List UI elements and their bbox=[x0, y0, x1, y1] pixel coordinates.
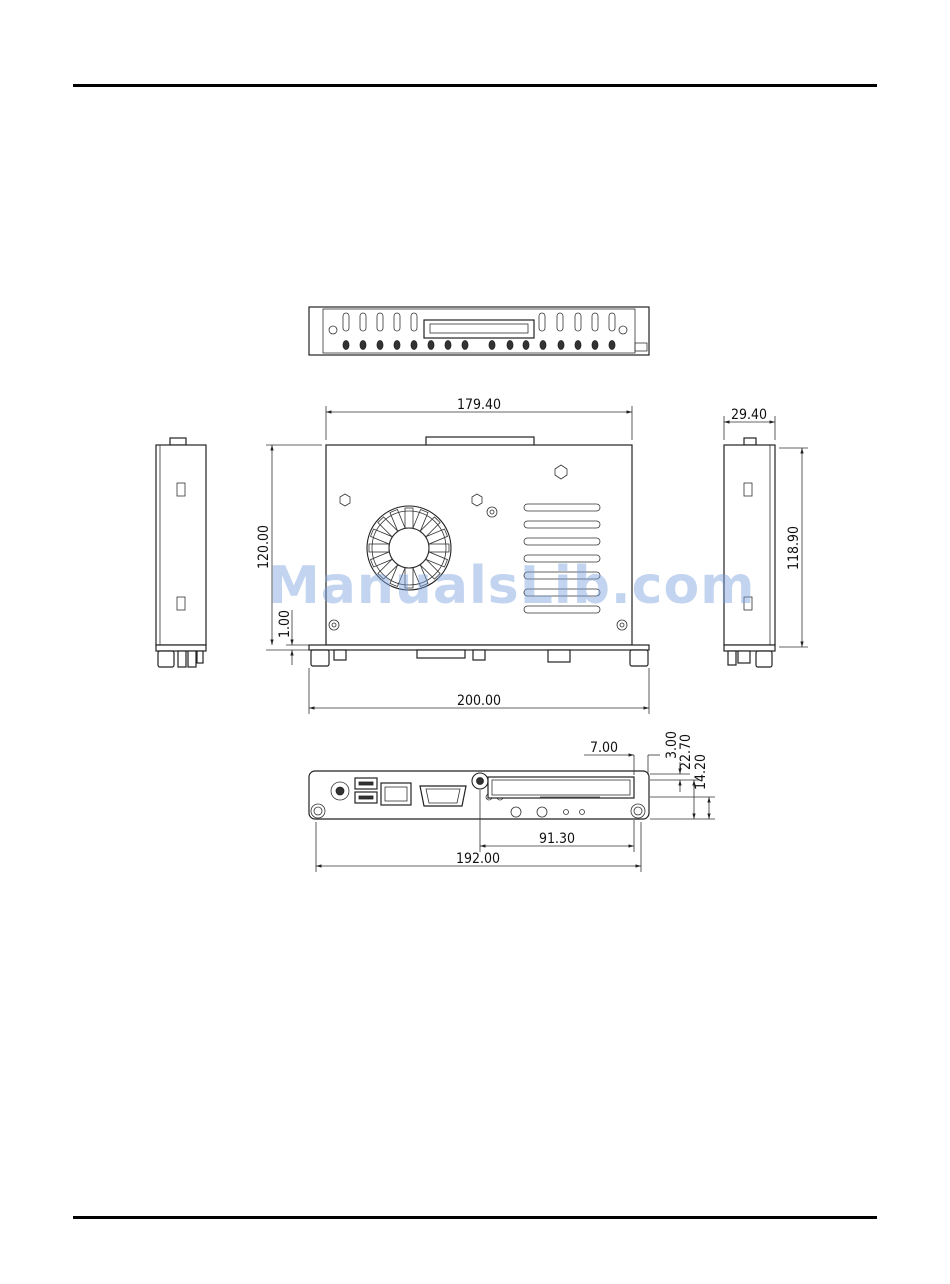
dim-rear-14: 14.20 bbox=[693, 754, 709, 790]
dim-front-width: 179.40 bbox=[457, 397, 501, 413]
rear-view bbox=[309, 771, 649, 819]
dim-side-height: 118.90 bbox=[786, 526, 802, 570]
dim-rear-slot-width: 91.30 bbox=[539, 831, 575, 847]
dim-base-width: 200.00 bbox=[457, 693, 501, 709]
dim-rear-width: 192.00 bbox=[456, 851, 500, 867]
left-side-view bbox=[156, 438, 206, 667]
dim-side-depth: 29.40 bbox=[731, 407, 767, 423]
front-view bbox=[309, 437, 649, 666]
top-view bbox=[309, 307, 649, 355]
dim-rear-offset: 7.00 bbox=[590, 740, 618, 756]
watermark: ManualsLib.com bbox=[268, 556, 755, 616]
right-side-view bbox=[724, 438, 775, 667]
dim-rear-22: 22.70 bbox=[678, 734, 694, 770]
